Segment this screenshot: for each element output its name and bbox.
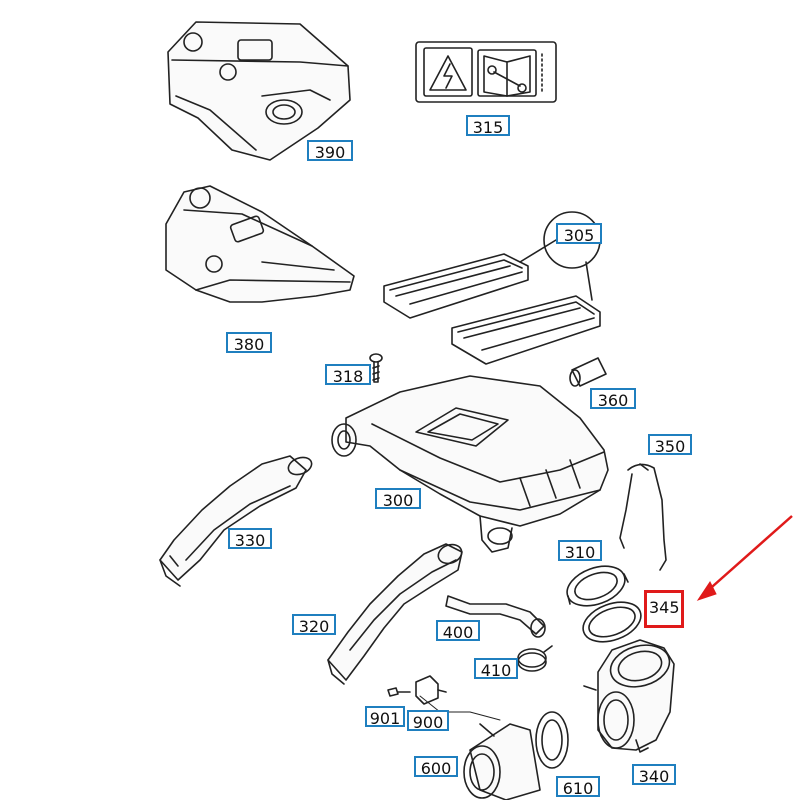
callout-360: 360: [590, 388, 636, 410]
air-filter-housing-300: [331, 375, 609, 553]
air-filter-305: [383, 211, 601, 365]
callout-600: 600: [414, 756, 458, 778]
maf-sensor-600: [463, 723, 541, 800]
screw-318: [369, 353, 383, 383]
clamp-ring-610: [535, 711, 569, 769]
intake-duct-330: [159, 455, 313, 587]
callout-340: 340: [632, 764, 676, 786]
callout-900: 900: [407, 710, 449, 732]
sensor-900: [415, 675, 447, 705]
callout-410: 410: [474, 658, 518, 680]
callout-345-highlighted: 345: [644, 590, 684, 628]
callout-380: 380: [226, 332, 272, 354]
ring-345: [582, 601, 642, 643]
callout-400: 400: [436, 620, 480, 642]
engine-cover-lower-380: [165, 185, 355, 303]
callout-610: 610: [556, 776, 600, 798]
callout-305: 305: [556, 223, 602, 245]
callout-330: 330: [228, 528, 272, 550]
intake-duct-320: [327, 543, 463, 685]
callout-901: 901: [365, 706, 405, 728]
callout-318: 318: [325, 364, 371, 386]
engine-cover-top-390: [167, 21, 351, 161]
callout-310: 310: [558, 540, 602, 562]
callout-350: 350: [648, 434, 692, 456]
seal-350: [619, 463, 667, 571]
callout-390: 390: [307, 140, 353, 162]
callout-320: 320: [292, 614, 336, 636]
hose-400: [445, 595, 546, 638]
highlight-arrow: [696, 515, 793, 601]
adapter-340: [583, 639, 675, 753]
clamp-410: [517, 645, 553, 672]
callout-300: 300: [375, 488, 421, 510]
screw-901: [387, 687, 411, 697]
sealing-ring-310: [566, 565, 629, 607]
sleeve-360: [569, 357, 607, 387]
callout-315: 315: [466, 115, 510, 137]
warning-label-315: [415, 41, 557, 103]
